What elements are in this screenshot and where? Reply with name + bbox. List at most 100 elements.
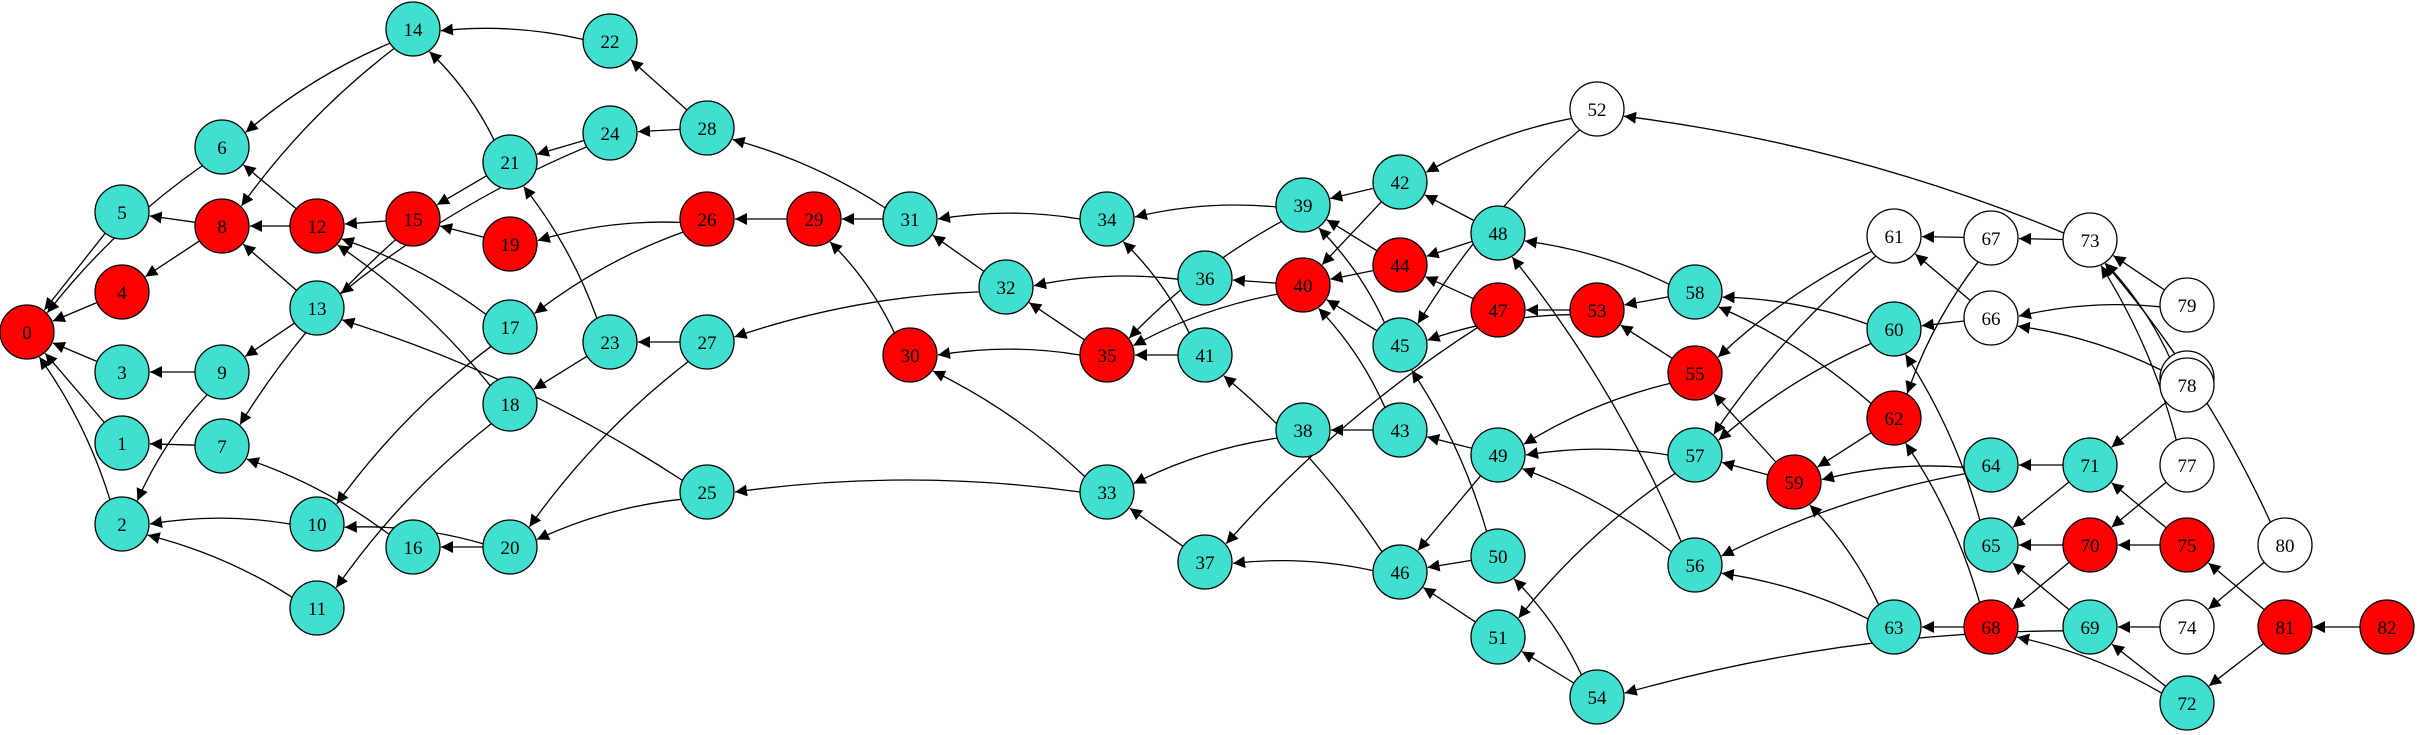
- node-circle-45: [1372, 317, 1428, 373]
- node-label-11: 11: [308, 599, 326, 620]
- node-17: 17: [482, 299, 538, 355]
- node-label-77: 77: [2178, 456, 2197, 477]
- node-66: 66: [1963, 290, 2019, 346]
- edge-73-to-67: [2018, 232, 2064, 245]
- edge-30-to-29: [829, 241, 895, 334]
- edge-72-to-68: [2016, 633, 2163, 694]
- edge-48-to-42: [1424, 194, 1475, 222]
- edge-79-to-73: [2112, 255, 2165, 291]
- node-82: 82: [2359, 599, 2415, 655]
- node-circle-6: [194, 119, 250, 175]
- node-49: 49: [1470, 427, 1526, 483]
- node-circle-78: [2159, 357, 2215, 413]
- node-label-73: 73: [2081, 231, 2100, 252]
- node-circle-40: [1275, 257, 1331, 313]
- edge-61-to-55: [1717, 250, 1873, 358]
- edge-14-to-6: [245, 42, 391, 133]
- node-label-26: 26: [698, 210, 717, 231]
- node-27: 27: [679, 314, 735, 370]
- node-16: 16: [385, 519, 441, 575]
- node-50: 50: [1470, 528, 1526, 584]
- node-label-33: 33: [1098, 483, 1117, 504]
- node-label-7: 7: [217, 437, 227, 458]
- node-circle-0: [0, 304, 55, 360]
- node-circle-17: [482, 299, 538, 355]
- node-9: 9: [194, 344, 250, 400]
- node-circle-51: [1470, 609, 1526, 665]
- node-64: 64: [1963, 437, 2019, 493]
- edge-2-to-0: [38, 356, 111, 500]
- node-label-10: 10: [308, 515, 327, 536]
- node-circle-55: [1667, 345, 1723, 401]
- node-48: 48: [1470, 205, 1526, 261]
- node-label-80: 80: [2276, 536, 2295, 557]
- edge-42-to-40: [1321, 201, 1382, 266]
- node-79: 79: [2159, 277, 2215, 333]
- edge-67-to-61: [1921, 230, 1965, 243]
- node-label-40: 40: [1294, 276, 1313, 297]
- node-circle-77: [2159, 437, 2215, 493]
- node-47: 47: [1470, 282, 1526, 338]
- node-label-2: 2: [117, 515, 127, 536]
- node-60: 60: [1866, 301, 1922, 357]
- node-73: 73: [2062, 212, 2118, 268]
- edge-33-to-25: [734, 479, 1081, 497]
- node-label-66: 66: [1982, 309, 2001, 330]
- node-circle-37: [1177, 534, 1233, 590]
- edge-81-to-75: [2208, 562, 2265, 611]
- node-81: 81: [2257, 599, 2313, 655]
- edge-35-to-30: [937, 347, 1081, 359]
- edge-51-to-46: [1422, 586, 1476, 623]
- node-label-37: 37: [1196, 553, 1215, 574]
- node-label-1: 1: [117, 434, 127, 455]
- edges-layer: [38, 23, 2360, 696]
- node-54: 54: [1569, 669, 1625, 725]
- node-label-43: 43: [1391, 421, 1410, 442]
- node-77: 77: [2159, 437, 2215, 493]
- node-circle-38: [1275, 402, 1331, 458]
- node-circle-46: [1372, 544, 1428, 600]
- edge-14-to-8: [240, 47, 395, 207]
- edge-35-to-32: [1028, 302, 1085, 341]
- node-circle-54: [1569, 669, 1625, 725]
- node-label-17: 17: [501, 318, 520, 339]
- node-label-50: 50: [1489, 547, 1508, 568]
- node-label-18: 18: [501, 395, 520, 416]
- edge-8-to-4: [145, 240, 200, 278]
- node-circle-21: [482, 134, 538, 190]
- edge-72-to-69: [2111, 643, 2167, 687]
- edge-8-to-5: [149, 211, 196, 224]
- edge-44-to-39: [1326, 219, 1378, 252]
- node-circle-42: [1372, 154, 1428, 210]
- edge-66-to-60: [1921, 318, 1965, 331]
- node-40: 40: [1275, 257, 1331, 313]
- edge-46-to-37: [1232, 556, 1374, 572]
- edge-63-to-59: [1809, 504, 1880, 606]
- node-circle-16: [385, 519, 441, 575]
- node-circle-65: [1963, 517, 2019, 573]
- node-label-59: 59: [1785, 473, 1804, 494]
- node-43: 43: [1372, 402, 1428, 458]
- node-circle-80: [2257, 517, 2313, 573]
- edge-62-to-59: [1817, 432, 1872, 468]
- node-label-0: 0: [22, 323, 32, 344]
- edge-39-to-34: [1134, 204, 1277, 221]
- node-8: 8: [194, 198, 250, 254]
- node-35: 35: [1079, 327, 1135, 383]
- node-circle-58: [1667, 264, 1723, 320]
- node-70: 70: [2062, 517, 2118, 573]
- node-label-6: 6: [217, 138, 227, 159]
- edge-11-to-2: [147, 532, 293, 598]
- node-2: 2: [94, 496, 150, 552]
- node-label-29: 29: [805, 210, 824, 231]
- node-74: 74: [2159, 599, 2215, 655]
- node-label-19: 19: [501, 235, 520, 256]
- node-circle-70: [2062, 517, 2118, 573]
- node-25: 25: [679, 464, 735, 520]
- edge-54-to-50: [1513, 578, 1583, 676]
- node-circle-11: [289, 580, 345, 636]
- node-circle-39: [1275, 177, 1331, 233]
- edge-24-to-21: [536, 139, 585, 157]
- edge-28-to-24: [637, 124, 681, 137]
- node-label-41: 41: [1196, 346, 1215, 367]
